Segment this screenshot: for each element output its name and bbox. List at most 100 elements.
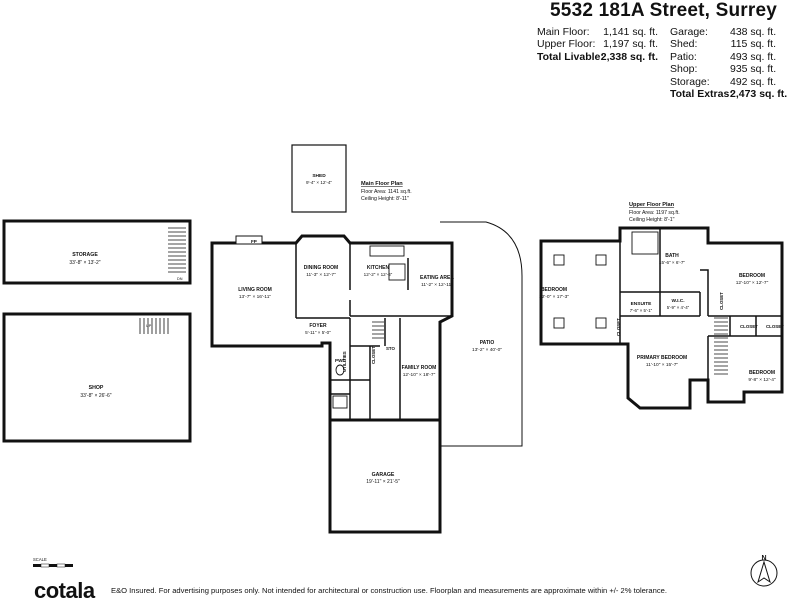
closet-label-hall: CLOSET: [719, 292, 724, 310]
room-dim-shop: 33'-8" × 26'-6": [80, 393, 111, 399]
room-name-bedroom-small: BEDROOM: [749, 370, 775, 376]
bed-lamp-icon: [595, 317, 607, 329]
property-title: 5532 181A Street, Surrey: [550, 0, 777, 21]
room-name-foyer: FOYER: [309, 323, 327, 329]
stat-label: Shed:: [670, 38, 698, 51]
room-dim-ensuite: 7'-6" × 5'-1": [630, 308, 653, 313]
shop-stair-treads: [139, 318, 169, 334]
closet-label-bedroom-b: CLOSET: [766, 324, 784, 329]
room-dim-primary-bedroom: 11'-10" × 15'-7": [646, 362, 679, 368]
stat-value: 2,338 sq. ft.: [600, 50, 658, 63]
stat-label: Upper Floor:: [537, 38, 596, 51]
room-dim-family: 12'-10" × 18'-7": [403, 372, 436, 378]
north-label: N: [761, 555, 766, 562]
room-name-kitchen: KITCHEN: [367, 265, 390, 271]
room-labels: SHED 9'-4" × 12'-4" STORAGE 33'-8" × 13'…: [69, 173, 775, 485]
stat-row-garage: Garage: 438 sq. ft.: [670, 26, 776, 38]
storage-stair-treads: [168, 227, 186, 273]
scale-bar: SCALE: [33, 557, 73, 568]
scale-label: SCALE: [33, 557, 47, 562]
fireplace-icon: [235, 235, 263, 245]
stat-label: Total Livable:: [537, 50, 604, 63]
room-name-primary-bedroom: PRIMARY BEDROOM: [637, 355, 687, 361]
scale-segment: [40, 563, 50, 568]
room-name-bath: BATH: [665, 253, 679, 259]
stairs: [139, 227, 728, 375]
upper-floor-plan-caption: Upper Floor Plan Floor Area: 1197 sq.ft.…: [629, 202, 680, 223]
room-name-eating: EATING AREA: [420, 275, 454, 281]
room-dim-shed: 9'-4" × 12'-4": [306, 180, 332, 185]
room-dim-storage: 33'-8" × 13'-2": [69, 260, 100, 266]
room-name-living: LIVING ROOM: [238, 287, 272, 293]
room-name-family: FAMILY ROOM: [402, 365, 437, 371]
room-dim-dining: 11'-3" × 12'-7": [306, 272, 336, 278]
bed-lamp-icon: [595, 254, 607, 266]
bed-lamp-icon: [553, 317, 565, 329]
room-dim-bedroom-small: 9'-8" × 12'-4": [748, 377, 776, 383]
upper-stair-treads: [714, 317, 728, 375]
stat-label: Garage:: [670, 26, 708, 38]
stat-value: 935 sq. ft.: [730, 63, 777, 76]
stat-row-total-extras: Total Extras:2,473 sq. ft.: [670, 88, 787, 101]
upper-interior-walls: [619, 228, 782, 380]
stat-value: 493 sq. ft.: [730, 50, 777, 63]
room-name-wic: W.I.C.: [671, 298, 684, 304]
main-floor-plan-caption: Main Floor Plan Floor Area: 1141 sq.ft. …: [361, 181, 412, 202]
stat-value: 438 sq. ft.: [730, 26, 777, 38]
scale-segment: [56, 563, 66, 568]
main-plan-ceiling: Ceiling Height: 8'-11": [361, 196, 409, 202]
storage-stair-dn: DN: [177, 277, 183, 281]
toilet-icon: [335, 364, 345, 376]
walls: [2, 144, 784, 534]
room-name-bedroom-left: BEDROOM: [541, 287, 567, 293]
room-name-bedroom-right: BEDROOM: [739, 273, 765, 279]
room-name-ensuite: ENSUITE: [631, 301, 653, 307]
room-dim-kitchen: 12'-2" × 12'-6": [364, 272, 393, 277]
stat-label: Total Extras:: [670, 88, 733, 101]
stat-row-patio: Patio: 493 sq. ft.: [670, 51, 776, 63]
stat-label: Patio:: [670, 50, 697, 63]
living-area-summary: Main Floor:1,141 sq. ft. Upper Floor:1,1…: [537, 26, 658, 63]
kitchen-counter-icon: [369, 245, 405, 257]
stat-row-shop: Shop: 935 sq. ft.: [670, 63, 776, 75]
stat-row-shed: Shed: 115 sq. ft.: [670, 38, 776, 50]
washer-icon: [332, 395, 348, 409]
shop-stair-up: UP: [146, 324, 152, 328]
stat-value: 492 sq. ft.: [730, 75, 777, 88]
room-dim-foyer: 5'-11" × 5'-0": [305, 330, 331, 335]
bathtub-icon: [631, 231, 659, 255]
room-name-dining: DINING ROOM: [304, 265, 338, 271]
closet-label-ensuite: CLOSET: [616, 318, 621, 336]
room-name-storage: STORAGE: [72, 252, 98, 258]
scale-segment: [65, 564, 73, 567]
upper-plan-area: Floor Area: 1197 sq.ft.: [629, 210, 680, 216]
fireplace-label: FP: [251, 239, 257, 244]
main-plan-area: Floor Area: 1141 sq.ft.: [361, 189, 412, 195]
main-plan-heading: Main Floor Plan: [361, 181, 403, 187]
room-dim-wic: 5'-9" × 4'-4": [667, 305, 690, 310]
stat-label: Shop:: [670, 63, 698, 76]
upper-plan-heading: Upper Floor Plan: [629, 202, 675, 208]
scale-segment: [33, 564, 41, 567]
room-name-shed: SHED: [312, 173, 326, 179]
storage-outline: [2, 219, 192, 285]
fixture-labels: FP PWD UTILITIES CLOSET STO DN UP CLOSET…: [146, 235, 784, 372]
room-dim-bedroom-right: 12'-10" × 12'-7": [736, 280, 769, 286]
stat-row-total-livable: Total Livable:2,338 sq. ft.: [537, 51, 658, 63]
stat-value: 115 sq. ft.: [730, 38, 776, 51]
stat-label: Storage:: [670, 75, 710, 88]
room-dim-eating: 11'-2" × 12'-11": [421, 282, 453, 288]
room-dim-bedroom-left: 12'-0" × 17'-3": [539, 294, 569, 300]
utilities-label: UTILITIES: [342, 351, 347, 372]
stat-value: 1,197 sq. ft.: [603, 38, 658, 51]
main-stair-treads: [372, 321, 384, 339]
extras-area-summary: Garage: 438 sq. ft. Shed: 115 sq. ft. Pati…: [670, 26, 787, 101]
kitchen-island-icon: [388, 263, 406, 281]
shed-outline: [291, 144, 347, 213]
powder-room-label: PWD: [335, 358, 346, 363]
shop-outline: [2, 312, 192, 443]
storage-closet-label: STO: [386, 346, 396, 351]
stat-label: Main Floor:: [537, 26, 590, 38]
upper-plan-ceiling: Ceiling Height: 8'-1": [629, 217, 675, 223]
room-name-patio: PATIO: [480, 340, 495, 346]
